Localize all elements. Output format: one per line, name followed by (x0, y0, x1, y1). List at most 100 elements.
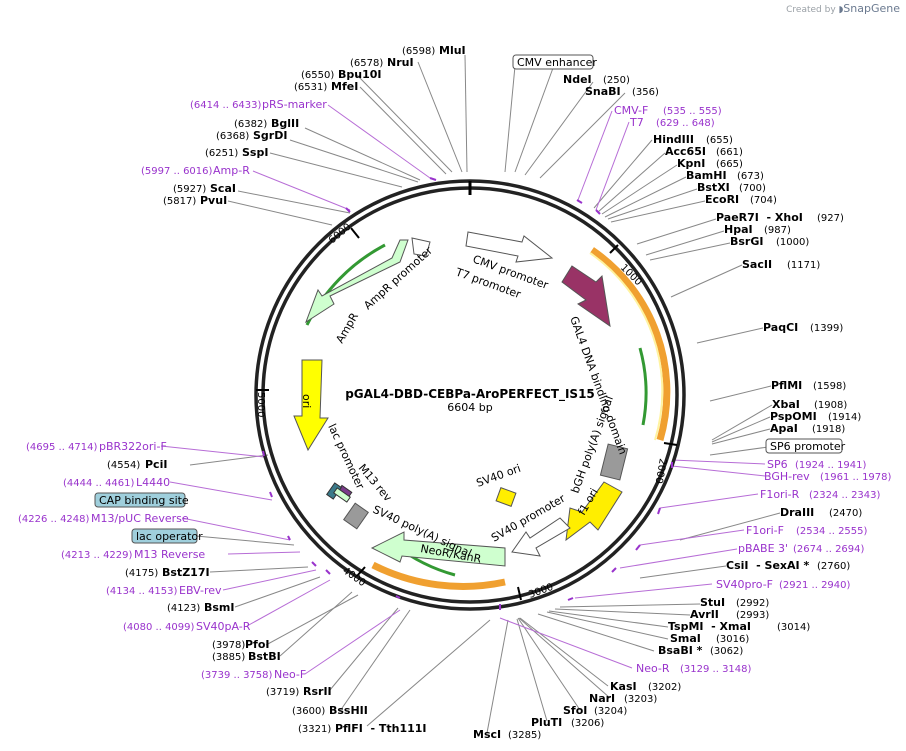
enzyme-name: BamHI (686, 169, 727, 182)
enzyme-name: ApaI (770, 422, 798, 435)
enzyme-pos: (704) (750, 195, 777, 206)
primer-name: pRS-marker (262, 98, 327, 111)
enzyme-pos: (3600) (292, 706, 325, 717)
primer-pos: (6414 .. 6433) (190, 100, 262, 111)
primer-pos: (2324 .. 2343) (809, 490, 881, 501)
enzyme-name: MfeI (331, 80, 358, 93)
box-label-sp6-promoter: SP6 promoter (770, 440, 846, 453)
enzyme-pos: (1171) (787, 260, 820, 271)
enzyme-pos: (6598) (402, 46, 435, 57)
gal4-dbd-arrow (561, 265, 611, 328)
enzyme-name: DraIII (780, 506, 814, 519)
enzyme-name: Bpu10I (338, 68, 382, 81)
enzyme-name: AvrII (690, 608, 719, 621)
snapgene-logo-icon: ◗ (838, 5, 844, 15)
enzyme-name: NarI (589, 692, 615, 705)
enzyme-name: BglII (271, 117, 299, 130)
enzyme-name: NdeI (563, 73, 592, 86)
primer-pos: (4080 .. 4099) (123, 622, 195, 633)
enzyme-name: NruI (387, 56, 414, 69)
tick-5000: 5000 (255, 392, 266, 417)
enzyme-name: SgrDI (253, 129, 287, 142)
enzyme-name: SspI (242, 146, 268, 159)
enzyme-pos: (356) (632, 87, 659, 98)
feature-arcs (293, 231, 671, 590)
enzyme-name: PaeR7I - XhoI (716, 211, 803, 224)
cmv-promoter-arrow (465, 231, 554, 263)
enzyme-pos: (2760) (817, 561, 850, 572)
primer-pos: (4226 .. 4248) (18, 514, 90, 525)
primer-connectors (160, 104, 766, 675)
primer-name: SV40pro-F (716, 578, 773, 591)
lac-promoter-block (333, 487, 351, 503)
enzyme-name: BssHII (329, 704, 368, 717)
primer-labels: (6414 .. 6433) pRS-marker (5997 .. 6016)… (18, 98, 892, 681)
primer-pos: (1924 .. 1941) (795, 460, 867, 471)
primer-pos: (4444 .. 4461) (63, 478, 135, 489)
bgh-polya-block (599, 443, 629, 481)
enzyme-pos: (665) (716, 159, 743, 170)
enzyme-pos: (927) (817, 213, 844, 224)
enzyme-pos: (2993) (736, 610, 769, 621)
enzyme-name: BstBI (248, 650, 281, 663)
enzyme-pos: (3202) (648, 682, 681, 693)
primer-pos: (2921 .. 2940) (779, 580, 851, 591)
enzyme-pos: (1399) (810, 323, 843, 334)
enzyme-pos: (1000) (776, 237, 809, 248)
box-label-cap-binding-site: CAP binding site (99, 494, 189, 507)
box-sp6-promoter: SP6 promoter (765, 438, 846, 454)
enzyme-name: BsmI (204, 601, 235, 614)
enzyme-name: PaqCI (763, 321, 798, 334)
primer-name: F1ori-R (760, 488, 800, 501)
orange-arc-gal4-inner (589, 252, 664, 441)
enzyme-pos: (987) (764, 225, 791, 236)
enzyme-name: BsaBI * (658, 644, 703, 657)
primer-pos: (5997 .. 6016) (141, 166, 213, 177)
primer-pos: (3129 .. 3148) (680, 664, 752, 675)
enzyme-pos: (4123) (167, 603, 200, 614)
enzyme-pos: (3016) (716, 634, 749, 645)
enzyme-name: BstXI (697, 181, 730, 194)
feature-label-ori: ori (300, 394, 313, 408)
enzyme-name: EcoRI (705, 193, 739, 206)
primer-name: F1ori-F (746, 524, 784, 537)
primer-pos: (2674 .. 2694) (793, 544, 865, 555)
orange-arc-neo (371, 561, 506, 590)
enzyme-name: PflMI (771, 379, 802, 392)
feature-label-lac-promoter: lac promoter (325, 422, 367, 492)
ampr-promoter-arrow (411, 237, 431, 257)
sv40-ori-block (495, 487, 517, 507)
ori-arrow (293, 359, 329, 452)
enzyme-pos: (5817) (163, 196, 196, 207)
enzyme-name: Acc65I (665, 145, 706, 158)
snapgene-credit: Created by ◗SnapGene (786, 2, 900, 15)
enzyme-pos: (6550) (301, 70, 334, 81)
primer-name: pBABE 3' (738, 542, 788, 555)
neor-kanr-arrow (370, 531, 506, 567)
primer-pos: (535 .. 555) (663, 106, 722, 117)
primer-name: pBR322ori-F (99, 440, 167, 453)
enzyme-name: PluTI (531, 716, 562, 729)
enzyme-name: PciI (145, 458, 167, 471)
box-cmv-enhancer: CMV enhancer (512, 54, 597, 70)
box-lac-operator: lac operator (131, 528, 203, 544)
enzyme-name: KasI (610, 680, 637, 693)
enzyme-pos: (3719) (266, 687, 299, 698)
enzyme-pos: (6368) (216, 131, 249, 142)
enzyme-pos: (3321) (298, 724, 331, 735)
ampr-arrow (305, 239, 409, 324)
enzyme-name: ScaI (210, 182, 236, 195)
primer-pos: (4134 .. 4153) (106, 586, 178, 597)
enzyme-name: BstZ17I (162, 566, 210, 579)
enzyme-pos: (3014) (777, 622, 810, 633)
enzyme-name: PspOMI (770, 410, 817, 423)
enzyme-pos: (3062) (710, 646, 743, 657)
enzyme-pos: (6578) (350, 58, 383, 69)
enzyme-pos: (6251) (205, 148, 238, 159)
primer-name: T7 (629, 116, 644, 129)
enzyme-pos: (3885) (212, 652, 245, 663)
green-arc-gal4 (638, 347, 648, 426)
enzyme-pos: (4175) (125, 568, 158, 579)
primer-pos: (4695 .. 4714) (26, 442, 98, 453)
primer-name: EBV-rev (179, 584, 222, 597)
